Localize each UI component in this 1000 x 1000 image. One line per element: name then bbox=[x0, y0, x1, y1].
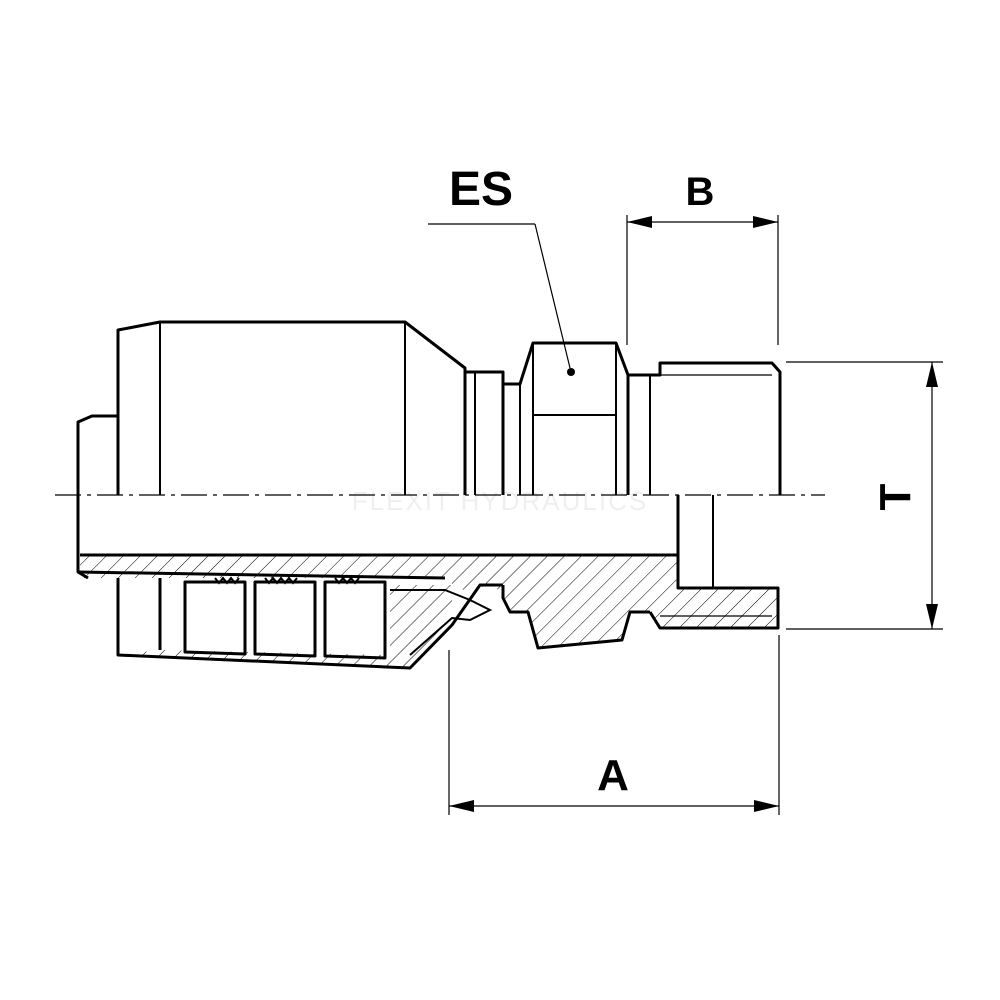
hose-stub bbox=[76, 414, 118, 495]
neck bbox=[465, 370, 505, 495]
crimp-ring bbox=[253, 580, 317, 658]
fitting-exterior bbox=[76, 320, 782, 495]
crimp-serrations bbox=[214, 576, 360, 585]
a-arrow-right bbox=[754, 800, 779, 812]
hex-flat-lines bbox=[519, 343, 617, 495]
b-label: B bbox=[686, 170, 715, 214]
socket-inner-taper bbox=[390, 589, 493, 656]
bore-left-outline bbox=[77, 570, 446, 580]
t-label: T bbox=[871, 483, 920, 510]
counterbore bbox=[648, 495, 780, 630]
b-arrow-right bbox=[753, 216, 778, 228]
es-leader bbox=[534, 223, 571, 369]
socket-lower bbox=[116, 578, 503, 670]
nipple-section bbox=[80, 555, 778, 648]
crimp-rings bbox=[158, 576, 387, 660]
socket-section bbox=[118, 585, 452, 668]
fitting-section-outline bbox=[76, 495, 780, 670]
socket-body bbox=[116, 320, 467, 495]
a-arrow-left bbox=[449, 800, 474, 812]
t-arrow-top bbox=[926, 362, 938, 387]
watermark: FLEXIT HYDRAULICS bbox=[352, 486, 648, 516]
b-arrow-left bbox=[627, 216, 652, 228]
a-label: A bbox=[597, 751, 629, 800]
crimp-ring bbox=[183, 580, 247, 656]
es-marker-dot bbox=[567, 368, 575, 376]
hex-nut bbox=[503, 341, 630, 495]
section-hatching bbox=[80, 555, 778, 668]
t-arrow-bottom bbox=[926, 604, 938, 629]
es-label: ES bbox=[449, 163, 513, 216]
dimensions: B ES T A bbox=[428, 163, 943, 815]
body-lower bbox=[501, 585, 650, 650]
threaded-end bbox=[628, 361, 782, 495]
crimp-ring bbox=[323, 580, 387, 660]
